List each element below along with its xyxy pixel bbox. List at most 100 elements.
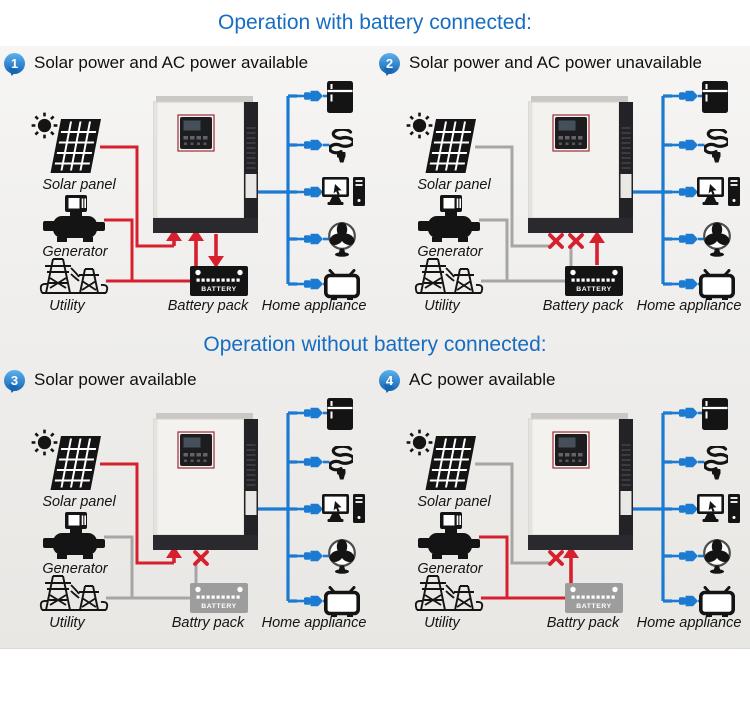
battery-pack-label: Battery pack bbox=[543, 298, 624, 314]
solar-wire bbox=[475, 462, 549, 565]
refrigerator-icon bbox=[702, 81, 728, 113]
battery-charge-arrow-icon bbox=[208, 234, 224, 268]
home-appliance-label: Home appliance bbox=[262, 615, 367, 631]
computer-icon bbox=[697, 494, 740, 524]
output-wire bbox=[258, 94, 297, 286]
scenario-1-heading: 1 Solar power and AC power available bbox=[0, 48, 375, 78]
solar-panel-label: Solar panel bbox=[42, 494, 116, 510]
solar-wire bbox=[100, 462, 174, 565]
solar-wire bbox=[475, 145, 549, 248]
cfl-bulb-icon bbox=[704, 446, 728, 480]
generator-label: Generator bbox=[417, 244, 483, 260]
solar-flow-arrow-icon bbox=[166, 546, 182, 563]
scenario-diagram: BATTERY Solar panel Generator Utility Ba… bbox=[406, 398, 742, 631]
sun-icon bbox=[31, 112, 58, 139]
cfl-bulb-icon bbox=[329, 446, 353, 480]
tv-icon bbox=[324, 586, 360, 617]
cfl-bulb-icon bbox=[704, 129, 728, 163]
scenario-panel-1: 1 Solar power and AC power available bbox=[0, 48, 375, 323]
output-wire bbox=[633, 94, 672, 286]
fan-icon bbox=[326, 222, 358, 257]
home-appliance-label: Home appliance bbox=[262, 298, 367, 314]
generator-wire bbox=[104, 218, 134, 281]
fan-icon bbox=[701, 539, 733, 574]
computer-icon bbox=[697, 177, 740, 207]
generator-label: Generator bbox=[42, 244, 108, 260]
home-appliance-label: Home appliance bbox=[637, 615, 742, 631]
utility-icon bbox=[39, 258, 109, 294]
utility-label: Utility bbox=[49, 298, 85, 314]
with-battery-panels: 1 Solar power and AC power available bbox=[0, 48, 750, 323]
plug-connector-icon bbox=[297, 233, 330, 245]
generator-label: Generator bbox=[417, 561, 483, 577]
section-title-with-battery: Operation with battery connected: bbox=[217, 11, 532, 34]
refrigerator-icon bbox=[702, 398, 728, 430]
scenario-2-title: Solar power and AC power unavailable bbox=[409, 53, 702, 72]
ac-disconnected-x-icon bbox=[568, 233, 584, 249]
plug-connector-icon bbox=[297, 407, 330, 419]
battery-pack-label: Battry pack bbox=[547, 615, 620, 631]
generator-icon bbox=[418, 512, 481, 560]
battery-pack-text: BATTERY bbox=[201, 286, 237, 293]
plug-connector-icon bbox=[672, 90, 705, 102]
solar-disconnected-x-icon bbox=[548, 550, 564, 566]
scenario-diagram: BATTERY Solar panel Generator Utility Ba… bbox=[31, 398, 367, 631]
solar-wire bbox=[100, 145, 174, 248]
plug-connector-icon bbox=[297, 550, 330, 562]
battery-pack-label: Battry pack bbox=[172, 615, 245, 631]
tv-icon bbox=[699, 269, 735, 300]
plug-connector-icon bbox=[297, 456, 330, 468]
solar-panel-icon bbox=[50, 435, 102, 491]
generator-icon bbox=[418, 195, 481, 243]
battery-pack-label: Battery pack bbox=[168, 298, 249, 314]
solar-panel-icon bbox=[425, 435, 477, 491]
generator-icon bbox=[43, 512, 106, 560]
solar-flow-arrow-icon bbox=[166, 229, 182, 246]
scenario-diagram: BATTERY Solar panel Generator Utility Ba… bbox=[31, 81, 367, 314]
battery-pack-text: BATTERY bbox=[576, 286, 612, 293]
battery-pack-text: BATTERY bbox=[201, 603, 237, 610]
utility-icon bbox=[414, 575, 484, 611]
battery-discharge-arrow-icon bbox=[589, 231, 605, 265]
scenario-3-heading: 3 Solar power available bbox=[0, 365, 375, 395]
step-number-badge: 1 bbox=[4, 52, 25, 74]
solar-panel-label: Solar panel bbox=[417, 494, 491, 510]
fan-icon bbox=[701, 222, 733, 257]
utility-icon bbox=[39, 575, 109, 611]
plug-connector-icon bbox=[672, 407, 705, 419]
inverter-icon bbox=[528, 96, 633, 233]
ac-combined-wire bbox=[132, 563, 198, 600]
plug-connector-icon bbox=[672, 456, 705, 468]
cfl-bulb-icon bbox=[329, 129, 353, 163]
solar-panel-label: Solar panel bbox=[417, 177, 491, 193]
step-number-badge: 2 bbox=[379, 52, 400, 74]
scenario-2-heading: 2 Solar power and AC power unavailable bbox=[375, 48, 750, 78]
generator-wire bbox=[104, 535, 134, 598]
plug-connector-icon bbox=[672, 550, 705, 562]
generator-label: Generator bbox=[42, 561, 108, 577]
step-number-badge: 3 bbox=[4, 369, 25, 391]
computer-icon bbox=[322, 177, 365, 207]
tv-icon bbox=[324, 269, 360, 300]
computer-icon bbox=[322, 494, 365, 524]
sun-icon bbox=[406, 112, 433, 139]
output-wire bbox=[633, 411, 672, 603]
refrigerator-icon bbox=[327, 398, 353, 430]
step-number-badge: 4 bbox=[379, 369, 400, 391]
inverter-icon bbox=[528, 413, 633, 550]
scenario-3-title: Solar power available bbox=[34, 370, 197, 389]
plug-connector-icon bbox=[672, 139, 705, 151]
ac-combined-wire bbox=[507, 563, 573, 600]
scenario-4-title: AC power available bbox=[409, 370, 556, 389]
plug-connector-icon bbox=[672, 233, 705, 245]
section-title-without-battery: Operation without battery connected: bbox=[203, 333, 547, 356]
ac-disconnected-x-icon bbox=[193, 550, 209, 566]
sun-icon bbox=[406, 429, 433, 456]
scenario-panel-3: 3 Solar power available bbox=[0, 365, 375, 640]
top-strip: Operation with battery connected: bbox=[0, 0, 750, 46]
scenario-4-heading: 4 AC power available bbox=[375, 365, 750, 395]
refrigerator-icon bbox=[327, 81, 353, 113]
sun-icon bbox=[31, 429, 58, 456]
utility-label: Utility bbox=[424, 298, 460, 314]
